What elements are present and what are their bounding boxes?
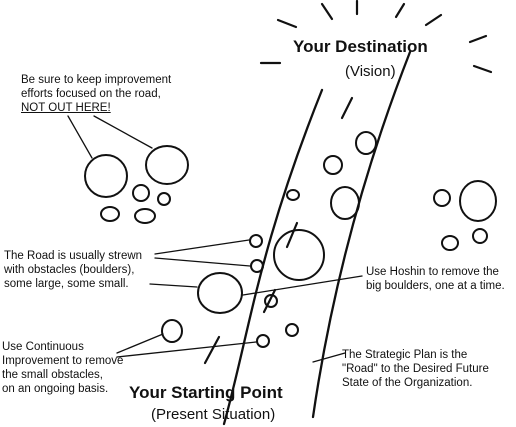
note-continuous-line3: the small obstacles, <box>2 369 103 381</box>
note-continuous-line2: Improvement to remove <box>2 355 124 367</box>
note-strategic-plan: The Strategic Plan is the "Road" to the … <box>342 348 489 390</box>
boulder <box>100 206 120 222</box>
destination-title: Your Destination <box>293 37 428 56</box>
pointer-continuous-1 <box>116 333 164 354</box>
note-hoshin: Use Hoshin to remove the big boulders, o… <box>366 265 505 293</box>
pointer-hoshin <box>242 275 363 296</box>
boulder <box>330 186 360 220</box>
center-dash <box>203 335 221 365</box>
road-right-edge <box>311 50 412 419</box>
center-dash <box>285 221 299 249</box>
pointer-road-3 <box>149 283 198 288</box>
note-road-strewn-line1: The Road is usually strewn <box>4 250 143 262</box>
ray <box>472 64 493 74</box>
starting-point-subtitle: (Present Situation) <box>151 406 276 423</box>
note-hoshin-line1: Use Hoshin to remove the <box>366 266 499 278</box>
boulder <box>250 259 264 273</box>
boulder <box>256 334 270 348</box>
note-keep-focus-line2: efforts focused on the road, <box>21 88 161 100</box>
note-keep-focus-line3: NOT OUT HERE! <box>21 102 111 114</box>
boulder <box>355 131 377 155</box>
center-dash <box>340 96 354 120</box>
off-road-boulders-left <box>84 145 189 224</box>
note-hoshin-line2: big boulders, one at a time. <box>366 280 505 292</box>
center-dash <box>262 288 277 314</box>
boulder <box>285 323 299 337</box>
boulder <box>472 228 488 244</box>
road-left-edge <box>222 88 324 426</box>
note-road-strewn-line2: with obstacles (boulders), <box>4 264 135 276</box>
destination-rays <box>259 0 493 74</box>
pointer-road-2 <box>154 257 251 267</box>
boulder <box>132 184 150 202</box>
boulder <box>323 155 343 175</box>
ray <box>468 34 488 44</box>
boulder-large <box>273 229 325 281</box>
boulder <box>134 208 156 224</box>
note-strategic-line3: State of the Organization. <box>342 377 473 389</box>
pointer-road-1 <box>154 239 250 255</box>
note-road-strewn: The Road is usually strewn with obstacle… <box>4 249 142 291</box>
note-road-strewn-line3: some large, some small. <box>4 278 129 290</box>
boulder <box>264 294 278 308</box>
boulder <box>145 145 189 185</box>
pointer-lines <box>67 115 363 363</box>
pointer-keep-focus-2 <box>93 115 153 149</box>
boulder <box>84 154 128 198</box>
boulder <box>157 192 171 206</box>
note-continuous-improvement: Use Continuous Improvement to remove the… <box>2 340 123 396</box>
note-keep-focus: Be sure to keep improvement efforts focu… <box>21 73 171 115</box>
note-strategic-line2: "Road" to the Desired Future <box>342 363 489 375</box>
boulder <box>441 235 459 251</box>
pointer-keep-focus-1 <box>67 115 93 159</box>
note-strategic-line1: The Strategic Plan is the <box>342 349 468 361</box>
ray <box>276 18 298 29</box>
boulder <box>433 189 451 207</box>
destination-subtitle: (Vision) <box>345 63 396 80</box>
off-road-boulders-right <box>433 180 497 251</box>
note-continuous-line1: Use Continuous <box>2 341 84 353</box>
note-continuous-line4: on an ongoing basis. <box>2 383 109 395</box>
road-center-dashes <box>203 96 354 365</box>
boulder <box>286 189 300 201</box>
boulder <box>161 319 183 343</box>
boulder <box>459 180 497 222</box>
road-boulders <box>161 131 377 348</box>
starting-point-title: Your Starting Point <box>129 383 283 402</box>
ray <box>320 2 334 21</box>
ray <box>424 13 443 27</box>
pointer-strategic <box>312 352 346 363</box>
ray <box>394 2 406 19</box>
note-keep-focus-line1: Be sure to keep improvement <box>21 74 172 86</box>
boulder-large <box>197 272 243 314</box>
boulder <box>249 234 263 248</box>
pointer-continuous-2 <box>116 341 257 358</box>
